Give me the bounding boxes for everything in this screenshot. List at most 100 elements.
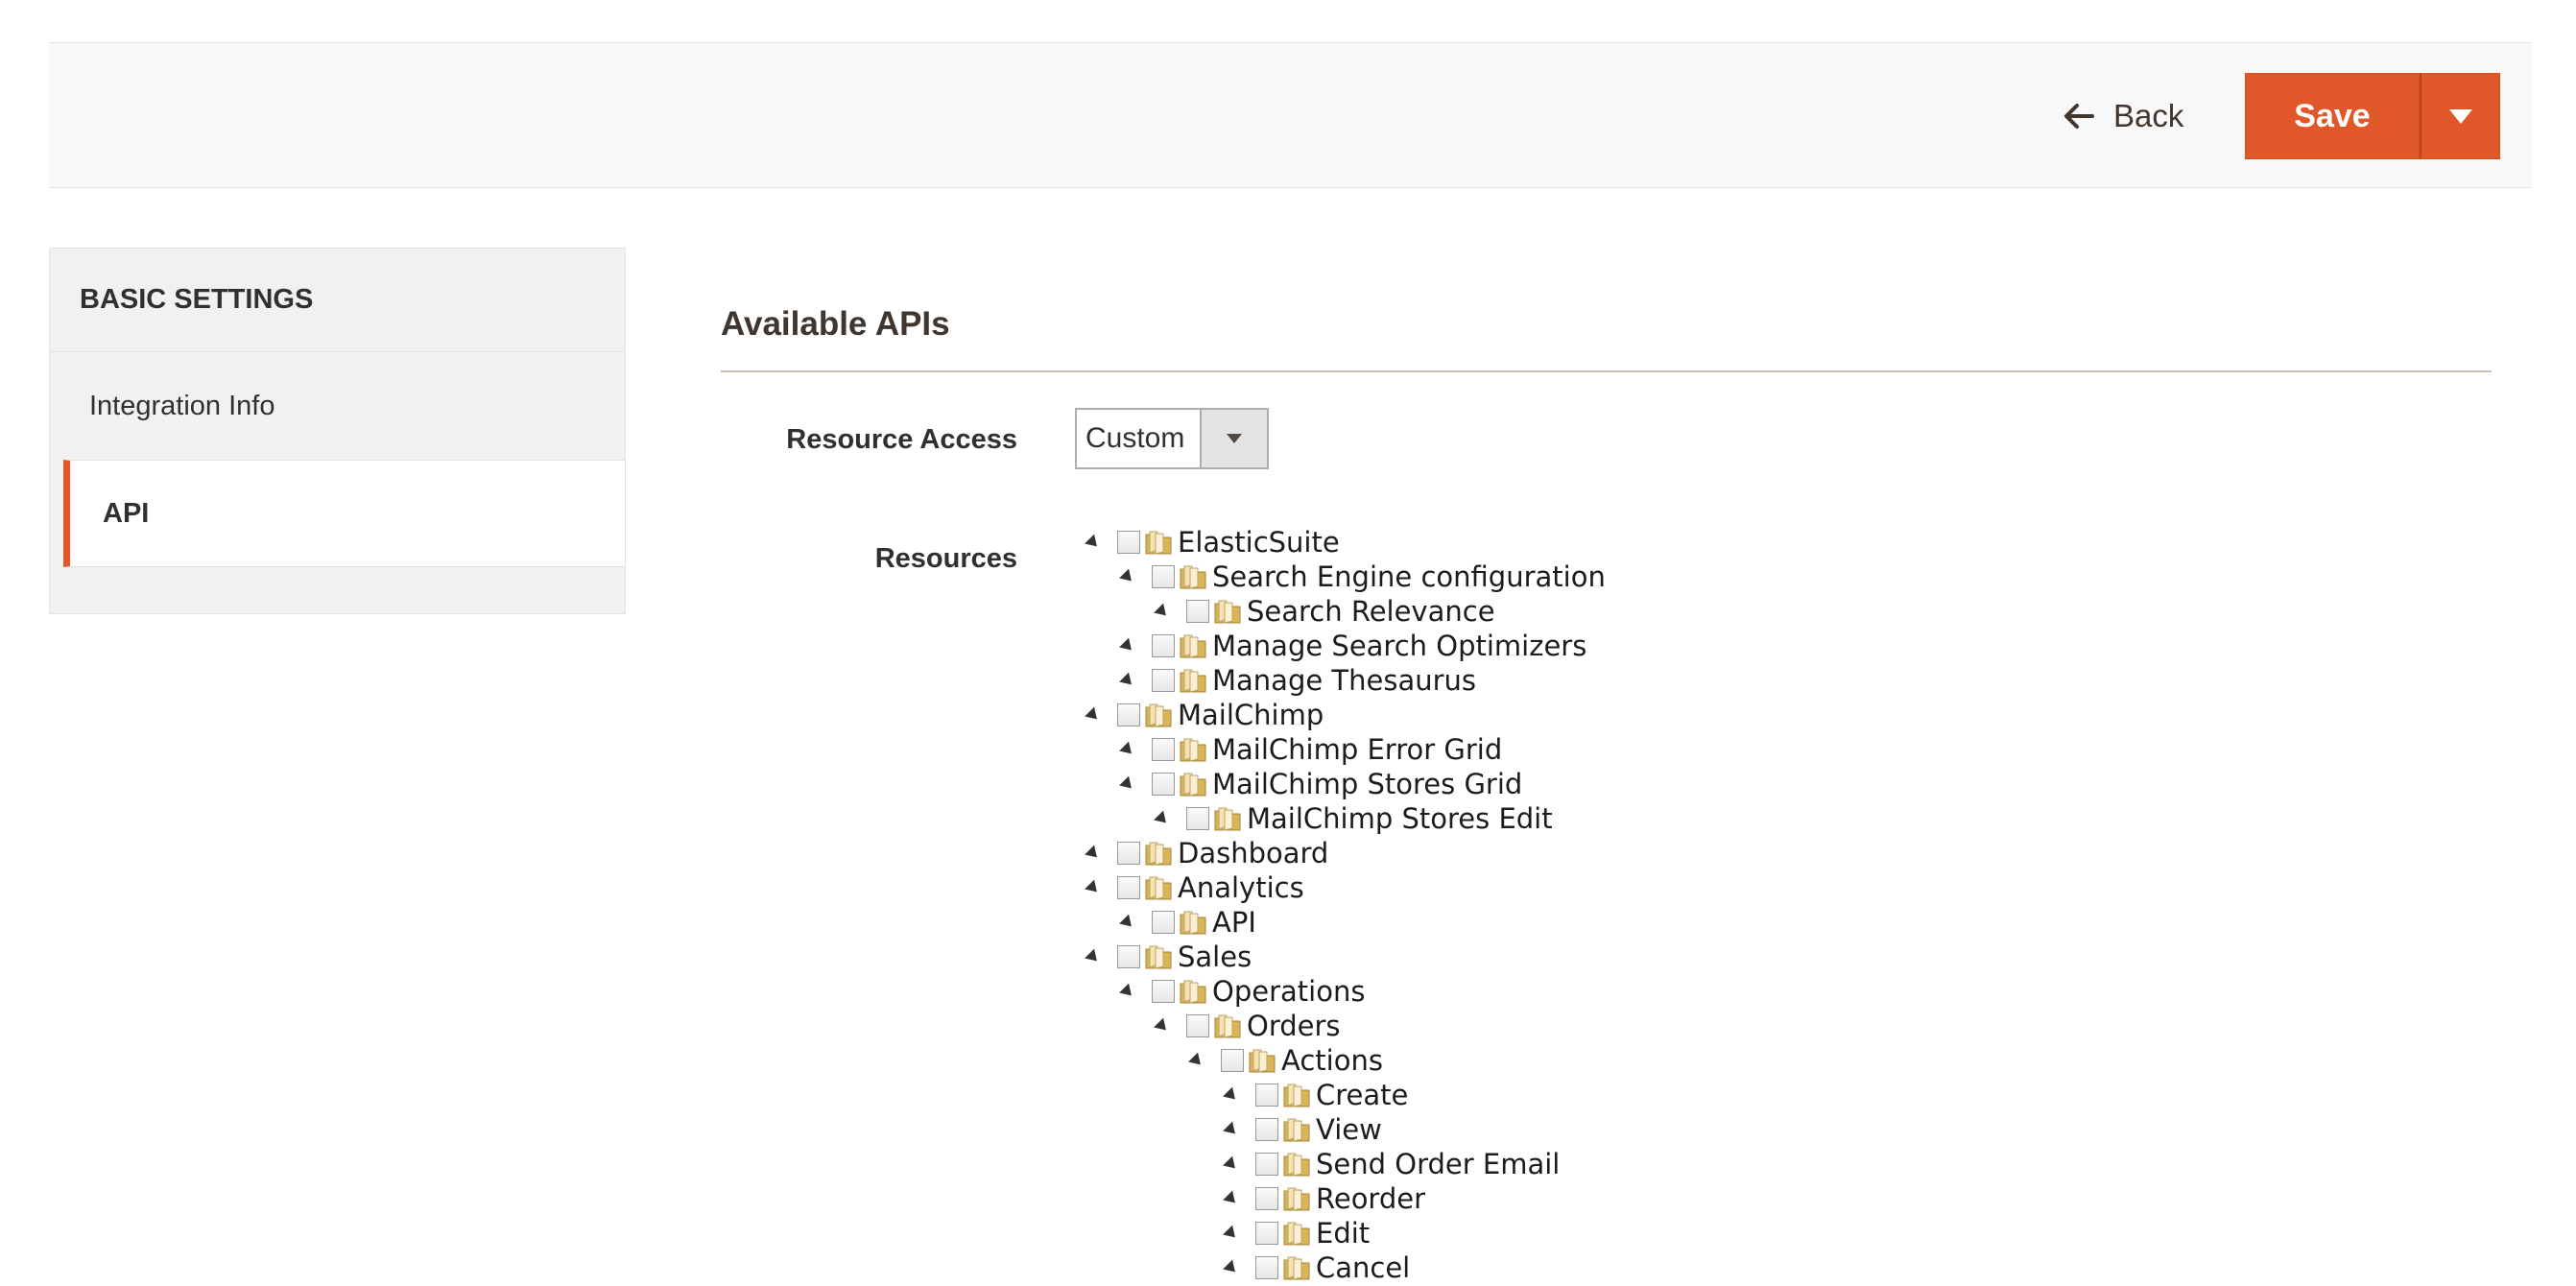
expand-toggle-icon[interactable] [1085, 845, 1102, 862]
tree-checkbox[interactable] [1152, 911, 1175, 934]
tree-checkbox[interactable] [1117, 945, 1140, 968]
tree-node-label[interactable]: MailChimp [1178, 699, 1324, 731]
tree-node-label[interactable]: Create [1316, 1079, 1408, 1111]
folder-icon [1282, 1151, 1311, 1178]
tree-node-label[interactable]: Orders [1247, 1010, 1341, 1042]
tree-checkbox[interactable] [1255, 1187, 1278, 1210]
tree-node-label[interactable]: Search Relevance [1247, 595, 1495, 628]
back-button-label: Back [2113, 98, 2183, 134]
tree-node-label[interactable]: Cancel [1316, 1251, 1410, 1284]
folder-icon [1144, 943, 1173, 970]
tree-node-label[interactable]: Analytics [1178, 871, 1304, 904]
expand-toggle-icon[interactable] [1119, 741, 1136, 758]
tree-checkbox[interactable] [1117, 842, 1140, 865]
tree-node: Search Relevance [1083, 594, 1606, 629]
tree-node-label[interactable]: ElasticSuite [1178, 526, 1340, 559]
expand-toggle-icon[interactable] [1085, 706, 1102, 724]
tree-node-label[interactable]: Manage Search Optimizers [1212, 630, 1586, 662]
select-arrow[interactable] [1200, 410, 1267, 467]
tree-node-label[interactable]: Actions [1281, 1044, 1383, 1077]
sidebar-item-api[interactable]: API [63, 460, 625, 567]
folder-icon [1282, 1082, 1311, 1108]
expand-toggle-icon[interactable] [1119, 672, 1136, 689]
tree-node-label[interactable]: MailChimp Error Grid [1212, 733, 1502, 766]
folder-icon [1144, 874, 1173, 901]
tree-node-label[interactable]: Dashboard [1178, 837, 1328, 869]
tree-node-label[interactable]: Sales [1178, 941, 1252, 973]
folder-icon [1213, 598, 1242, 625]
folder-icon [1179, 978, 1207, 1005]
tree-checkbox[interactable] [1221, 1049, 1244, 1072]
tree-checkbox[interactable] [1152, 738, 1175, 761]
section-title: Available APIs [721, 305, 950, 344]
tree-node-label[interactable]: Search Engine configuration [1212, 560, 1606, 593]
tree-node: Manage Thesaurus [1083, 663, 1606, 698]
tree-node: API [1083, 905, 1606, 940]
tree-checkbox[interactable] [1186, 600, 1209, 623]
expand-toggle-icon[interactable] [1119, 775, 1136, 793]
folder-icon [1282, 1116, 1311, 1143]
arrow-left-icon [2060, 97, 2098, 135]
expand-toggle-icon[interactable] [1119, 914, 1136, 931]
tree-node: Search Engine configuration [1083, 560, 1606, 594]
expand-toggle-icon[interactable] [1223, 1155, 1240, 1173]
expand-toggle-icon[interactable] [1223, 1190, 1240, 1207]
tree-checkbox[interactable] [1186, 807, 1209, 830]
tree-checkbox[interactable] [1255, 1222, 1278, 1245]
tree-node: Reorder [1083, 1181, 1606, 1216]
tree-node-label[interactable]: API [1212, 906, 1256, 939]
expand-toggle-icon[interactable] [1085, 534, 1102, 551]
expand-toggle-icon[interactable] [1154, 603, 1171, 620]
tree-node: Orders [1083, 1009, 1606, 1043]
resource-access-select[interactable]: Custom [1075, 408, 1269, 469]
tree-node-label[interactable]: MailChimp Stores Grid [1212, 768, 1522, 800]
folder-icon [1179, 632, 1207, 659]
tree-node-label[interactable]: View [1316, 1113, 1382, 1146]
expand-toggle-icon[interactable] [1223, 1086, 1240, 1104]
folder-icon [1213, 1012, 1242, 1039]
save-button[interactable]: Save [2245, 73, 2420, 159]
expand-toggle-icon[interactable] [1085, 948, 1102, 965]
expand-toggle-icon[interactable] [1154, 1017, 1171, 1035]
folder-icon [1248, 1047, 1276, 1074]
tree-checkbox[interactable] [1117, 703, 1140, 726]
tree-node: Cancel [1083, 1250, 1606, 1285]
expand-toggle-icon[interactable] [1223, 1225, 1240, 1242]
expand-toggle-icon[interactable] [1119, 568, 1136, 585]
caret-down-icon [2449, 109, 2472, 124]
tree-node-label[interactable]: Send Order Email [1316, 1148, 1560, 1180]
tree-checkbox[interactable] [1255, 1256, 1278, 1279]
sidebar: BASIC SETTINGS Integration Info API [49, 248, 626, 614]
tree-checkbox[interactable] [1152, 773, 1175, 796]
expand-toggle-icon[interactable] [1085, 879, 1102, 896]
tree-checkbox[interactable] [1117, 531, 1140, 554]
tree-checkbox[interactable] [1186, 1014, 1209, 1037]
tree-checkbox[interactable] [1152, 634, 1175, 657]
expand-toggle-icon[interactable] [1223, 1259, 1240, 1276]
expand-toggle-icon[interactable] [1154, 810, 1171, 827]
save-options-toggle[interactable] [2420, 73, 2500, 159]
expand-toggle-icon[interactable] [1119, 637, 1136, 655]
expand-toggle-icon[interactable] [1119, 983, 1136, 1000]
folder-icon [1144, 702, 1173, 728]
tree-node-label[interactable]: MailChimp Stores Edit [1247, 802, 1553, 835]
tree-checkbox[interactable] [1152, 565, 1175, 588]
tree-checkbox[interactable] [1255, 1084, 1278, 1107]
tree-checkbox[interactable] [1255, 1153, 1278, 1176]
expand-toggle-icon[interactable] [1223, 1121, 1240, 1138]
section-divider [721, 370, 2492, 372]
back-button[interactable]: Back [2060, 73, 2183, 159]
tree-node-label[interactable]: Manage Thesaurus [1212, 664, 1476, 697]
tree-node: View [1083, 1112, 1606, 1147]
tree-checkbox[interactable] [1255, 1118, 1278, 1141]
tree-checkbox[interactable] [1152, 980, 1175, 1003]
tree-node-label[interactable]: Edit [1316, 1217, 1370, 1250]
expand-toggle-icon[interactable] [1188, 1052, 1205, 1069]
tree-checkbox[interactable] [1117, 876, 1140, 899]
tree-node: Sales [1083, 940, 1606, 974]
sidebar-item-integration-info[interactable]: Integration Info [50, 352, 625, 460]
tree-node-label[interactable]: Reorder [1316, 1182, 1425, 1215]
tree-node-label[interactable]: Operations [1212, 975, 1365, 1008]
tree-node: Create [1083, 1078, 1606, 1112]
tree-checkbox[interactable] [1152, 669, 1175, 692]
